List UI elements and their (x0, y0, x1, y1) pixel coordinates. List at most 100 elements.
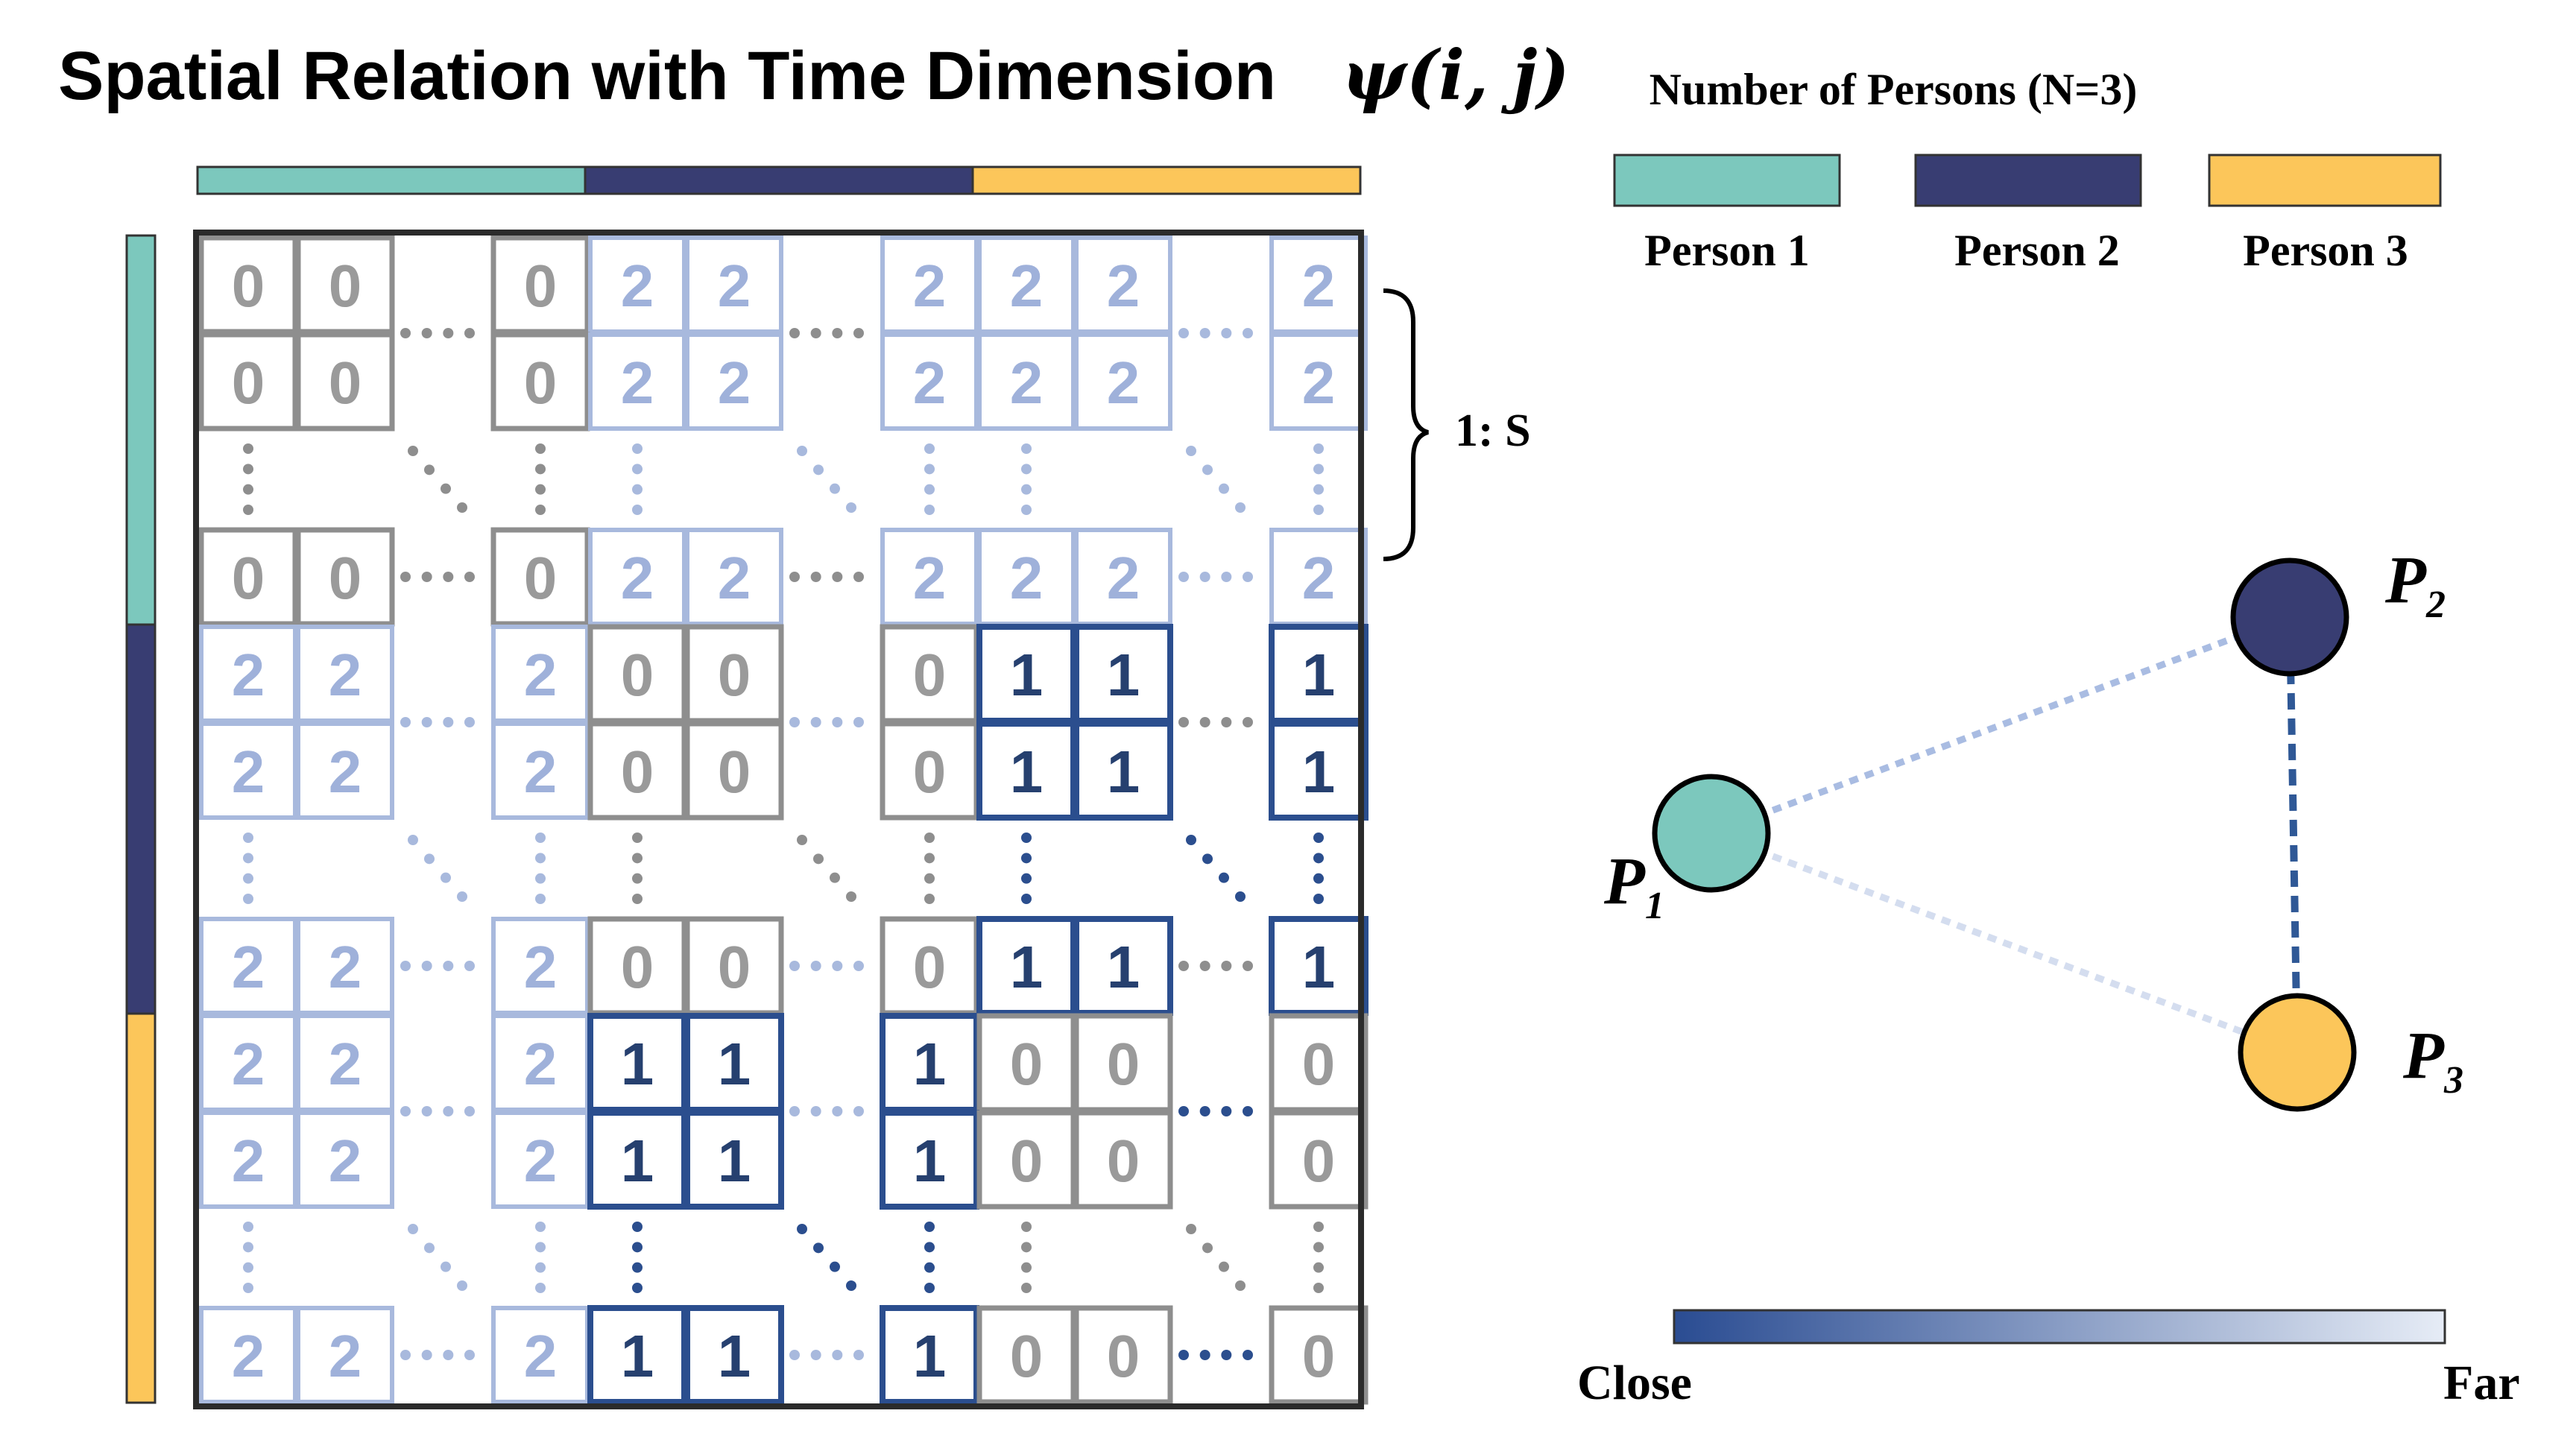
matrix-cell-value: 2 (524, 642, 558, 708)
ellipsis-dot (789, 1350, 800, 1360)
matrix-cell-value: 1 (913, 1031, 947, 1097)
node-label-p1: P1 (1603, 844, 1664, 927)
matrix-cell-value: 0 (718, 642, 751, 708)
ellipsis-dot (1243, 1106, 1253, 1116)
ellipsis-dot (1021, 873, 1032, 884)
matrix-cell-value: 2 (232, 642, 265, 708)
ellipsis-dot (1021, 464, 1032, 475)
matrix-cell (976, 1305, 1076, 1405)
matrix-ellipsis-dots (243, 328, 1324, 1360)
ellipsis-dot (1178, 961, 1189, 971)
left-bar-segment (125, 623, 157, 1015)
matrix-cell-value: 1 (718, 1323, 751, 1389)
ellipsis-dot (1021, 505, 1032, 515)
matrix-cell (1269, 332, 1368, 431)
matrix-cell (588, 236, 686, 334)
ellipsis-dot (632, 1242, 643, 1253)
matrix-cell-value: 1 (621, 1031, 654, 1097)
matrix-cell (1269, 1110, 1368, 1210)
matrix-cell-value: 2 (329, 642, 362, 708)
matrix-cell-value: 0 (232, 545, 265, 611)
ellipsis-dot (632, 833, 643, 843)
ellipsis-dot (443, 572, 454, 582)
matrix-cell (588, 528, 686, 626)
top-person-bar (196, 165, 1362, 195)
matrix-cell-value: 2 (329, 739, 362, 805)
matrix-cell (684, 721, 784, 821)
ellipsis-dot (243, 1222, 253, 1232)
ellipsis-dot (400, 572, 411, 582)
ellipsis-dot (1221, 328, 1232, 338)
matrix-cell (295, 235, 395, 335)
matrix-cell (1073, 721, 1173, 821)
ellipsis-dot (1313, 1283, 1324, 1293)
ellipsis-dot (924, 484, 935, 495)
matrix-cell-value: 2 (232, 1031, 265, 1097)
title-symbol: ψ(i, j) (1342, 35, 1570, 116)
ellipsis-dot (1186, 835, 1196, 845)
matrix-cell-value: 2 (1010, 350, 1044, 416)
matrix-cell-value: 0 (232, 350, 265, 416)
matrix-cell-value: 2 (1010, 545, 1044, 611)
matrix-cell-value: 1 (1010, 934, 1044, 1000)
ellipsis-dot (1219, 483, 1229, 494)
ellipsis-dot (1178, 572, 1189, 582)
ellipsis-dot (1021, 1222, 1032, 1232)
matrix-cell (880, 1110, 979, 1210)
matrix-cell-value: 2 (232, 1128, 265, 1194)
ellipsis-dot (1313, 894, 1324, 904)
ellipsis-dot (924, 505, 935, 515)
ellipsis-dot (789, 717, 800, 727)
ellipsis-dot (1243, 961, 1253, 971)
ellipsis-dot (443, 1350, 454, 1360)
ellipsis-dot (243, 1283, 253, 1293)
matrix-cell (684, 1013, 784, 1113)
ellipsis-dot (789, 572, 800, 582)
ellipsis-dot (535, 1283, 546, 1293)
ellipsis-dot (400, 961, 411, 971)
ellipsis-dot (797, 446, 807, 456)
ellipsis-dot (1313, 1242, 1324, 1253)
ellipsis-dot (457, 891, 467, 902)
ellipsis-dot (924, 853, 935, 864)
ellipsis-dot (535, 853, 546, 864)
matrix-cell (198, 332, 298, 432)
matrix-cell-value: 0 (1107, 1128, 1140, 1194)
ellipsis-dot (924, 1283, 935, 1293)
matrix-cell (1269, 236, 1368, 334)
ellipsis-dot (1313, 505, 1324, 515)
ellipsis-dot (632, 1262, 643, 1273)
legend-label-person-3: Person 3 (2243, 226, 2408, 275)
matrix-cell (1073, 916, 1173, 1016)
ellipsis-dot (400, 1350, 411, 1360)
matrix-cell-value: 2 (232, 934, 265, 1000)
ellipsis-dot (535, 873, 546, 884)
ellipsis-dot (464, 1106, 475, 1116)
ellipsis-dot (1221, 1106, 1232, 1116)
ellipsis-dot (441, 1261, 451, 1272)
ellipsis-dot (632, 505, 643, 515)
matrix-cell-value: 2 (524, 1031, 558, 1097)
ellipsis-dot (443, 717, 454, 727)
matrix-cell (587, 1305, 687, 1405)
ellipsis-dot (632, 1222, 643, 1232)
ellipsis-dot (400, 717, 411, 727)
ellipsis-dot (1235, 891, 1246, 902)
matrix-cell-value: 1 (1107, 739, 1140, 805)
ellipsis-dot (535, 1262, 546, 1273)
matrix-cell-value: 2 (524, 934, 558, 1000)
matrix-cell-value: 1 (718, 1031, 751, 1097)
ellipsis-dot (924, 873, 935, 884)
edge-p1-p2 (1710, 613, 2291, 837)
ellipsis-dot (1243, 328, 1253, 338)
matrix-cell-value: 1 (718, 1128, 751, 1194)
ellipsis-dot (1199, 1350, 1210, 1360)
matrix-cell (685, 236, 783, 334)
matrix-cell (198, 527, 298, 627)
legend-swatch-person-2 (1914, 154, 2142, 207)
matrix-cell-value: 0 (1107, 1323, 1140, 1389)
matrix-cell (880, 332, 979, 431)
matrix-cell-value: 0 (232, 253, 265, 319)
ellipsis-dot (810, 328, 821, 338)
